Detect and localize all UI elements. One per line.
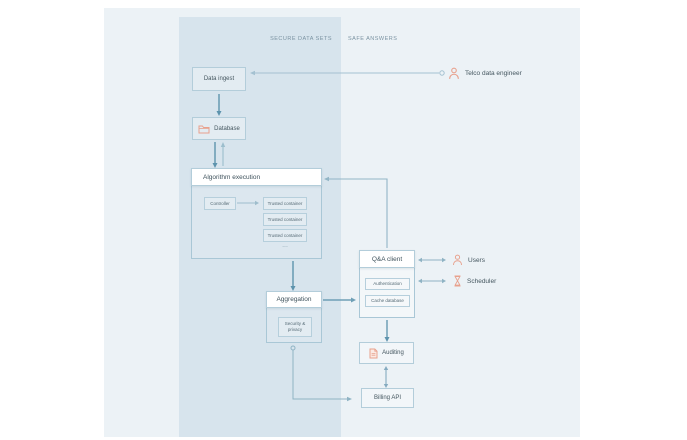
users-label: Users — [468, 256, 485, 264]
engineer-person-icon — [448, 67, 460, 80]
authentication-label: Authentication — [373, 281, 402, 287]
aggregation-label: Aggregation — [276, 296, 312, 303]
algorithm-execution-label: Algorithm execution — [203, 173, 261, 181]
trusted-container-label: Trusted container — [267, 216, 303, 222]
safe-answers-label: SAFE ANSWERS — [348, 36, 398, 42]
qa-client-header: Q&A client — [359, 250, 415, 268]
node-algorithm-execution: Algorithm execution Controller Trusted c… — [191, 168, 322, 259]
actor-users: Users — [452, 253, 485, 267]
qa-client-label: Q&A client — [371, 255, 403, 263]
database-label: Database — [214, 125, 240, 132]
algorithm-execution-header: Algorithm execution — [191, 168, 322, 186]
controller-label: Controller — [210, 200, 230, 206]
billing-api-label: Billing API — [373, 395, 401, 401]
node-cache-database: Cache database — [365, 295, 410, 307]
node-trusted-container-2: Trusted container — [263, 213, 307, 226]
telco-engineer-label: Telco data engineer — [465, 69, 522, 77]
actor-scheduler: Scheduler — [453, 274, 496, 288]
folder-icon — [198, 124, 210, 134]
node-auditing: Auditing — [359, 342, 414, 364]
document-icon — [369, 348, 378, 359]
trusted-container-label: Trusted container — [267, 232, 303, 238]
hourglass-icon — [453, 275, 462, 287]
node-aggregation: Aggregation Security & privacy — [266, 291, 322, 343]
node-controller: Controller — [204, 197, 236, 210]
cache-database-label: Cache database — [371, 298, 404, 304]
scheduler-label: Scheduler — [467, 277, 497, 285]
more-containers-ellipsis: ... — [282, 242, 288, 249]
node-authentication: Authentication — [365, 278, 410, 290]
actor-telco-data-engineer: Telco data engineer — [448, 65, 522, 81]
node-data-ingest: Data ingest — [192, 67, 246, 91]
node-qa-client: Q&A client Authentication Cache database — [359, 250, 415, 318]
secure-data-sets-label: SECURE DATA SETS — [270, 36, 332, 42]
security-privacy-label: Security & privacy — [284, 321, 306, 332]
node-trusted-container-1: Trusted container — [263, 197, 307, 210]
node-security-privacy: Security & privacy — [278, 317, 312, 337]
node-billing-api: Billing API — [361, 388, 414, 408]
data-ingest-label: Data ingest — [203, 76, 235, 82]
users-person-icon — [452, 254, 463, 266]
node-trusted-container-3: Trusted container — [263, 229, 307, 242]
node-database: Database — [192, 117, 246, 140]
trusted-container-label: Trusted container — [267, 200, 303, 206]
auditing-label: Auditing — [382, 350, 404, 356]
aggregation-header: Aggregation — [266, 291, 322, 308]
